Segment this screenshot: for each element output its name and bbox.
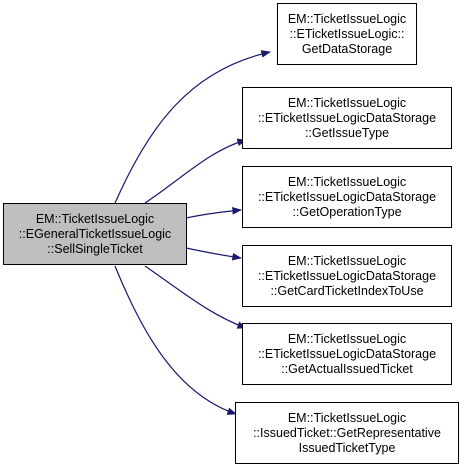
target-1-line-1: EM::TicketIssueLogic: [287, 11, 407, 26]
target-3-line-3: ::GetOperationType: [292, 204, 402, 219]
target-node-getcardticketindextouse[interactable]: EM::TicketIssueLogic ::ETicketIssueLogic…: [242, 245, 452, 307]
edge-to-getactualissuedticket: [144, 265, 247, 329]
source-line-2: ::EGeneralTicketIssueLogic: [18, 226, 172, 241]
target-4-line-1: EM::TicketIssueLogic: [287, 253, 407, 268]
target-5-line-2: ::ETicketIssueLogicDataStorage: [257, 346, 437, 361]
target-2-line-3: ::GetIssueType: [304, 125, 390, 140]
target-node-getrepresentativeissuedtickettype[interactable]: EM::TicketIssueLogic ::IssuedTicket::Get…: [235, 402, 459, 464]
target-3-line-1: EM::TicketIssueLogic: [287, 174, 407, 189]
target-6-line-2: ::IssuedTicket::GetRepresentative: [253, 425, 441, 440]
target-node-getissuetype[interactable]: EM::TicketIssueLogic ::ETicketIssueLogic…: [242, 87, 452, 149]
target-5-line-1: EM::TicketIssueLogic: [287, 331, 407, 346]
edge-to-getcardticketindextouse: [185, 247, 242, 261]
target-6-line-1: EM::TicketIssueLogic: [287, 410, 407, 425]
target-2-line-2: ::ETicketIssueLogicDataStorage: [257, 110, 437, 125]
target-5-line-3: ::GetActualIssuedTicket: [281, 361, 413, 376]
source-line-3: ::SellSingleTicket: [47, 241, 143, 256]
target-4-line-2: ::ETicketIssueLogicDataStorage: [257, 268, 437, 283]
target-node-getdatastorage[interactable]: EM::TicketIssueLogic ::ETicketIssueLogic…: [277, 3, 417, 65]
edge-to-getrepresentativeissuedtickettype: [114, 265, 237, 415]
target-3-line-2: ::ETicketIssueLogicDataStorage: [257, 189, 437, 204]
target-2-line-1: EM::TicketIssueLogic: [287, 95, 407, 110]
source-node-sellsingleticket[interactable]: EM::TicketIssueLogic ::EGeneralTicketIss…: [3, 203, 187, 265]
edge-to-getoperationtype: [185, 206, 242, 219]
source-line-1: EM::TicketIssueLogic: [35, 211, 155, 226]
edge-to-getdatastorage: [114, 50, 271, 204]
target-4-line-3: ::GetCardTicketIndexToUse: [270, 283, 424, 298]
target-6-line-3: IssuedTicketType: [298, 440, 396, 455]
target-node-getactualissuedticket[interactable]: EM::TicketIssueLogic ::ETicketIssueLogic…: [242, 323, 452, 385]
target-1-line-3: GetDataStorage: [301, 41, 393, 56]
target-1-line-2: ::ETicketIssueLogic::: [289, 26, 405, 41]
edge-to-getissuetype: [144, 138, 247, 204]
target-node-getoperationtype[interactable]: EM::TicketIssueLogic ::ETicketIssueLogic…: [242, 166, 452, 228]
